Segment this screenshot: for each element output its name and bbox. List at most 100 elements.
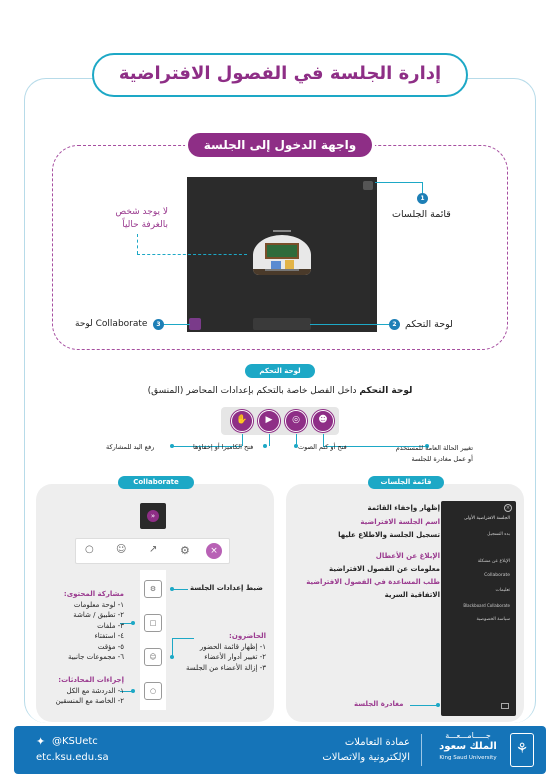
badge-3: 3 xyxy=(153,319,164,330)
uni-ar: الملك سعود xyxy=(439,741,497,752)
control-panel-label: لوحة التحكم xyxy=(405,319,453,330)
feat-2: تسجيل الجلسة والاطلاع عليها xyxy=(338,531,440,539)
sessions-connector-v xyxy=(422,182,423,194)
collab-connector-h xyxy=(163,324,190,325)
chat-title: إجراءات المحادثات: xyxy=(58,676,124,684)
sessions-close-icon[interactable]: × xyxy=(504,504,512,512)
collab-panel-label: لوحة Collaborate xyxy=(75,319,148,329)
share-icon[interactable]: ↗ xyxy=(149,544,158,555)
nobody-connector-h xyxy=(137,254,247,255)
control-bar xyxy=(253,318,311,330)
attendees-item-2: ٣- إزالة الأعضاء من الجلسة xyxy=(186,663,266,672)
shot-report[interactable]: الإبلاغ عن مشكلة xyxy=(477,559,510,564)
shot-bb[interactable]: Blackboard Collaborate xyxy=(463,603,510,608)
status-line2: أو عمل مغادرة للجلسة xyxy=(411,455,473,463)
status-connector-h xyxy=(323,446,427,447)
control-badge: لوحة التحكم xyxy=(245,364,315,378)
chat-connector xyxy=(120,691,132,692)
control-connector-h xyxy=(310,324,392,325)
status-line1: تغيير الحالة العامة للمستخدم xyxy=(395,444,473,452)
settings-icon[interactable]: ⚙ xyxy=(180,544,190,557)
content-item-1: ٢- تطبيق / شاشة xyxy=(73,611,124,619)
empty-room-dots xyxy=(265,269,299,271)
settings-label: ضبط إعدادات الجلسة xyxy=(190,584,263,592)
status-dot xyxy=(425,444,429,448)
hand-raise-button[interactable]: ✋ xyxy=(231,410,253,432)
mini-attendees-icon[interactable]: ☺ xyxy=(144,648,162,666)
shot-collab[interactable]: Collaborate xyxy=(484,573,510,578)
collab-badge: Collaborate xyxy=(118,476,194,489)
attendees-connector-h xyxy=(172,638,194,639)
shot-rec[interactable]: بدء التسجيل xyxy=(487,532,510,537)
badge-2: 2 xyxy=(389,319,400,330)
sessions-menu-label: قائمة الجلسات xyxy=(392,209,451,220)
palm-logo-icon: ⚘ xyxy=(510,733,534,767)
attendees-icon[interactable]: ☺ xyxy=(116,544,127,555)
content-item-3: ٤- استفتاء xyxy=(94,632,124,640)
chat-icon[interactable]: ○ xyxy=(85,544,94,555)
twitter-icon: ✦ xyxy=(36,735,46,748)
feat-0: إظهار وإخفاء القائمة xyxy=(367,504,440,512)
content-connector xyxy=(120,623,132,624)
control-description: لوحة التحكم داخل الفصل خاصة بالتحكم بإعد… xyxy=(40,386,520,396)
chat-item-1: ٢- الخاصة مع المنسقين xyxy=(55,697,124,705)
feat-1: اسم الجلسة الافتراضية xyxy=(360,518,440,526)
header-bar xyxy=(92,53,468,97)
nobody-label: لا يوجد شخص بالغرفة حالياً xyxy=(84,206,168,232)
content-dot xyxy=(131,621,135,625)
shot-privacy[interactable]: سياسة الخصوصية xyxy=(476,617,510,622)
content-item-4: ٥- مؤقت xyxy=(97,642,124,651)
collab-toggle-icon[interactable]: » xyxy=(140,503,166,529)
nobody-line1: لا يوجد شخص xyxy=(115,207,168,217)
twitter-handle[interactable]: @KSUetc xyxy=(52,736,98,747)
sessions-badge-label: قائمة الجلسات xyxy=(380,478,432,486)
footer-divider xyxy=(421,734,422,766)
collab-toolbar xyxy=(75,538,230,564)
mic-button[interactable]: ◎ xyxy=(285,410,307,432)
feat-5: طلب المساعدة في الفصول الافتراضية xyxy=(306,578,440,586)
content-title: مشاركة المحتوى: xyxy=(63,590,124,598)
camera-connector-v xyxy=(269,434,270,446)
shot-session-name: الجلسة الافتراضية الأولى xyxy=(463,516,510,521)
collab-close-button[interactable]: × xyxy=(206,543,222,559)
mini-share-icon[interactable]: □ xyxy=(144,614,162,632)
attendees-list: الحاضرون: ١- إظهار قائمة الحضور ٢- تغيير… xyxy=(172,631,266,673)
collab-badge-label: Collaborate xyxy=(133,478,179,486)
sessions-menu-screenshot: × الجلسة الافتراضية الأولى بدء التسجيل ا… xyxy=(441,501,516,716)
dept-name: عمادة التعاملات الإلكترونية والاتصالات xyxy=(300,735,410,765)
empty-room-illustration xyxy=(253,235,311,275)
control-desc-bold: لوحة التحكم xyxy=(359,386,413,396)
content-list: مشاركة المحتوى: ١- لوحة معلومات ٢- تطبيق… xyxy=(50,589,124,663)
mini-settings-icon[interactable]: ⚙ xyxy=(144,580,162,598)
control-desc-rest: داخل الفصل خاصة بالتحكم بإعدادات المحاضر… xyxy=(147,386,357,396)
mic-dot xyxy=(294,444,298,448)
feat-4: معلومات عن الفصول الافتراضية xyxy=(328,565,440,573)
page-title: إدارة الجلسة في الفصول الافتراضية xyxy=(118,63,442,84)
leave-label: مغادرة الجلسة xyxy=(354,700,404,708)
mini-chat-icon[interactable]: ○ xyxy=(144,682,162,700)
login-title: واجهة الدخول إلى الجلسة xyxy=(203,138,357,152)
hand-dot xyxy=(170,444,174,448)
chat-item-0: ١- الدردشة مع الكل xyxy=(66,686,124,695)
status-button[interactable]: ☻ xyxy=(312,410,334,432)
status-label: تغيير الحالة العامة للمستخدم أو عمل مغاد… xyxy=(380,443,473,465)
chat-list: إجراءات المحادثات: ١- الدردشة مع الكل ٢-… xyxy=(42,675,124,707)
settings-connector xyxy=(172,589,188,590)
website[interactable]: etc.ksu.edu.sa xyxy=(36,752,109,763)
camera-dot xyxy=(263,444,267,448)
collab-toggle[interactable] xyxy=(189,318,201,330)
sessions-menu-icon[interactable] xyxy=(363,181,373,190)
camera-button[interactable]: ▶ xyxy=(258,410,280,432)
leave-connector xyxy=(410,705,438,706)
hand-label: رفع اليد للمشاركة xyxy=(106,443,155,451)
footer xyxy=(14,726,546,774)
classroom-screenshot xyxy=(187,177,377,332)
shot-leave-icon[interactable] xyxy=(501,703,509,709)
mic-connector-v xyxy=(296,434,297,446)
uni-en: King Saud University xyxy=(439,755,497,761)
shot-help[interactable]: تعليمات xyxy=(495,588,510,593)
status-connector-v xyxy=(323,434,324,446)
university-logo: جـــــامـــعـــة الملك سعود King Saud Un… xyxy=(428,730,508,763)
mic-label: فتح أو كتم الصوت xyxy=(298,443,347,451)
attendees-dot xyxy=(170,655,174,659)
